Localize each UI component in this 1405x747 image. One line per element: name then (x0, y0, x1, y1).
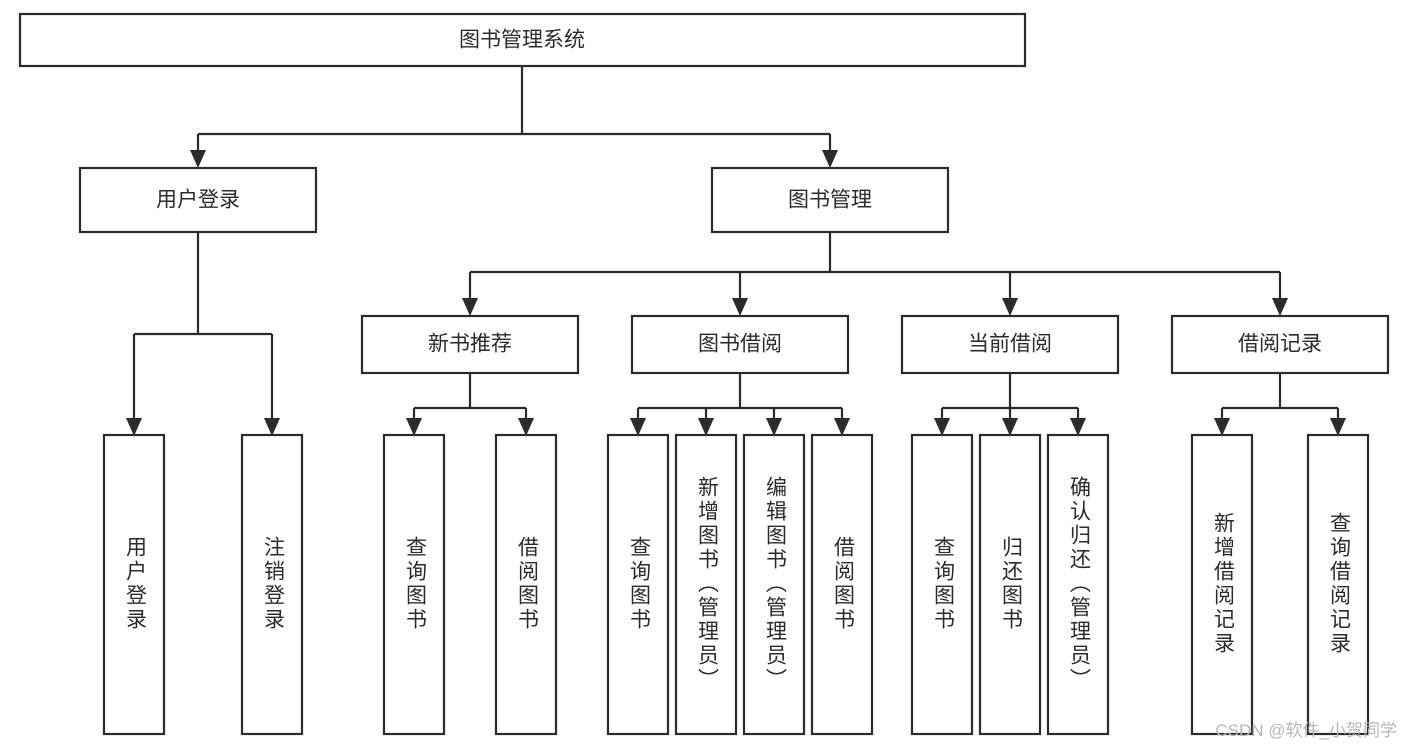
node-leaf-user-logout-box[interactable] (240, 433, 304, 736)
node-leaf-edit-book-box[interactable] (742, 433, 806, 736)
node-user-login[interactable]: 用户登录 (78, 166, 318, 234)
node-new-book-recommend-box[interactable] (360, 314, 580, 375)
node-book-manage[interactable]: 图书管理 (710, 166, 950, 234)
arrow-cb-leaf-2 (1002, 418, 1018, 436)
node-borrow-record-box[interactable] (1170, 314, 1390, 375)
node-leaf-return-book-label: 归还图书 (999, 536, 1023, 632)
node-root-box[interactable] (18, 12, 1027, 68)
arrow-bm-borrow-record (1272, 298, 1288, 316)
node-leaf-edit-book[interactable]: 编辑图书（管理员） (742, 433, 806, 736)
node-leaf-query-record[interactable]: 查询借阅记录 (1306, 433, 1370, 736)
node-leaf-add-book[interactable]: 新增图书（管理员） (674, 433, 738, 736)
arrow-nbr-leaf-2 (518, 418, 534, 436)
node-new-book-recommend[interactable]: 新书推荐 (360, 314, 580, 375)
node-leaf-query-record-label: 查询借阅记录 (1327, 512, 1351, 656)
node-leaf-borrow-book-1-box[interactable] (494, 433, 558, 736)
node-leaf-borrow-book-2-box[interactable] (810, 433, 874, 736)
node-current-borrow[interactable]: 当前借阅 (900, 314, 1120, 375)
node-borrow-record[interactable]: 借阅记录 (1170, 314, 1390, 375)
node-leaf-add-book-box[interactable] (674, 433, 738, 736)
node-leaf-user-logout-label: 注销登录 (261, 536, 285, 632)
node-leaf-query-book-2-box[interactable] (606, 433, 670, 736)
arrow-bb-leaf-1 (630, 418, 646, 436)
node-leaf-borrow-book-1-label: 借阅图书 (515, 536, 539, 632)
node-leaf-add-record[interactable]: 新增借阅记录 (1190, 433, 1254, 736)
arrow-cb-leaf-3 (1070, 418, 1086, 436)
node-leaf-return-book[interactable]: 归还图书 (978, 433, 1042, 736)
node-root[interactable]: 图书管理系统 (18, 12, 1027, 68)
node-leaf-edit-book-label: 编辑图书（管理员） (763, 476, 787, 692)
node-leaf-confirm-return[interactable]: 确认归还（管理员） (1046, 433, 1110, 736)
node-borrow-record-label: 借阅记录 (1238, 333, 1322, 356)
node-book-borrow-box[interactable] (630, 314, 850, 375)
node-leaf-query-book-2[interactable]: 查询图书 (606, 433, 670, 736)
node-book-borrow[interactable]: 图书借阅 (630, 314, 850, 375)
arrow-bm-book-borrow (732, 298, 748, 316)
node-leaf-add-record-box[interactable] (1190, 433, 1254, 736)
node-leaf-borrow-book-1[interactable]: 借阅图书 (494, 433, 558, 736)
node-current-borrow-box[interactable] (900, 314, 1120, 375)
node-new-book-recommend-label: 新书推荐 (428, 333, 512, 356)
arrow-bb-leaf-2 (698, 418, 714, 436)
arrow-root-to-book-manage (822, 150, 838, 168)
node-current-borrow-label: 当前借阅 (968, 333, 1052, 356)
node-leaf-query-book-3[interactable]: 查询图书 (910, 433, 974, 736)
node-leaf-borrow-book-2[interactable]: 借阅图书 (810, 433, 874, 736)
arrow-bm-new-book-recommend (462, 298, 478, 316)
arrow-bm-current-borrow (1002, 298, 1018, 316)
arrow-bb-leaf-3 (766, 418, 782, 436)
node-book-borrow-label: 图书借阅 (698, 333, 782, 356)
nodes-layer: 图书管理系统 用户登录 图书管理 新书推荐 图书借阅 当前借阅 借阅记录 (18, 12, 1390, 736)
arrow-nbr-leaf-1 (406, 418, 422, 436)
edges-layer (126, 66, 1346, 436)
arrow-root-to-user-login (190, 150, 206, 168)
node-leaf-return-book-box[interactable] (978, 433, 1042, 736)
arrow-cb-leaf-1 (934, 418, 950, 436)
node-book-manage-box[interactable] (710, 166, 950, 234)
node-leaf-add-book-label: 新增图书（管理员） (695, 476, 719, 692)
node-leaf-query-book-1-label: 查询图书 (403, 536, 427, 632)
node-leaf-confirm-return-label: 确认归还（管理员） (1067, 476, 1091, 692)
arrow-userlogin-leaf-1 (126, 418, 142, 436)
node-leaf-query-book-1-box[interactable] (382, 433, 446, 736)
node-root-label: 图书管理系统 (459, 29, 585, 52)
node-user-login-box[interactable] (78, 166, 318, 234)
node-leaf-user-login[interactable]: 用户登录 (102, 433, 166, 736)
arrow-br-leaf-2 (1330, 418, 1346, 436)
arrow-userlogin-leaf-2 (264, 418, 280, 436)
node-leaf-query-record-box[interactable] (1306, 433, 1370, 736)
node-leaf-user-login-box[interactable] (102, 433, 166, 736)
node-leaf-query-book-2-label: 查询图书 (627, 536, 651, 632)
node-leaf-query-book-3-box[interactable] (910, 433, 974, 736)
node-leaf-add-record-label: 新增借阅记录 (1211, 512, 1235, 656)
node-book-manage-label: 图书管理 (788, 189, 872, 212)
node-leaf-query-book-3-label: 查询图书 (931, 536, 955, 632)
node-leaf-user-logout[interactable]: 注销登录 (240, 433, 304, 736)
node-user-login-label: 用户登录 (156, 189, 240, 212)
node-leaf-user-login-label: 用户登录 (123, 536, 147, 632)
node-leaf-borrow-book-2-label: 借阅图书 (831, 536, 855, 632)
node-leaf-confirm-return-box[interactable] (1046, 433, 1110, 736)
arrow-bb-leaf-4 (834, 418, 850, 436)
node-leaf-query-book-1[interactable]: 查询图书 (382, 433, 446, 736)
arrow-br-leaf-1 (1214, 418, 1230, 436)
